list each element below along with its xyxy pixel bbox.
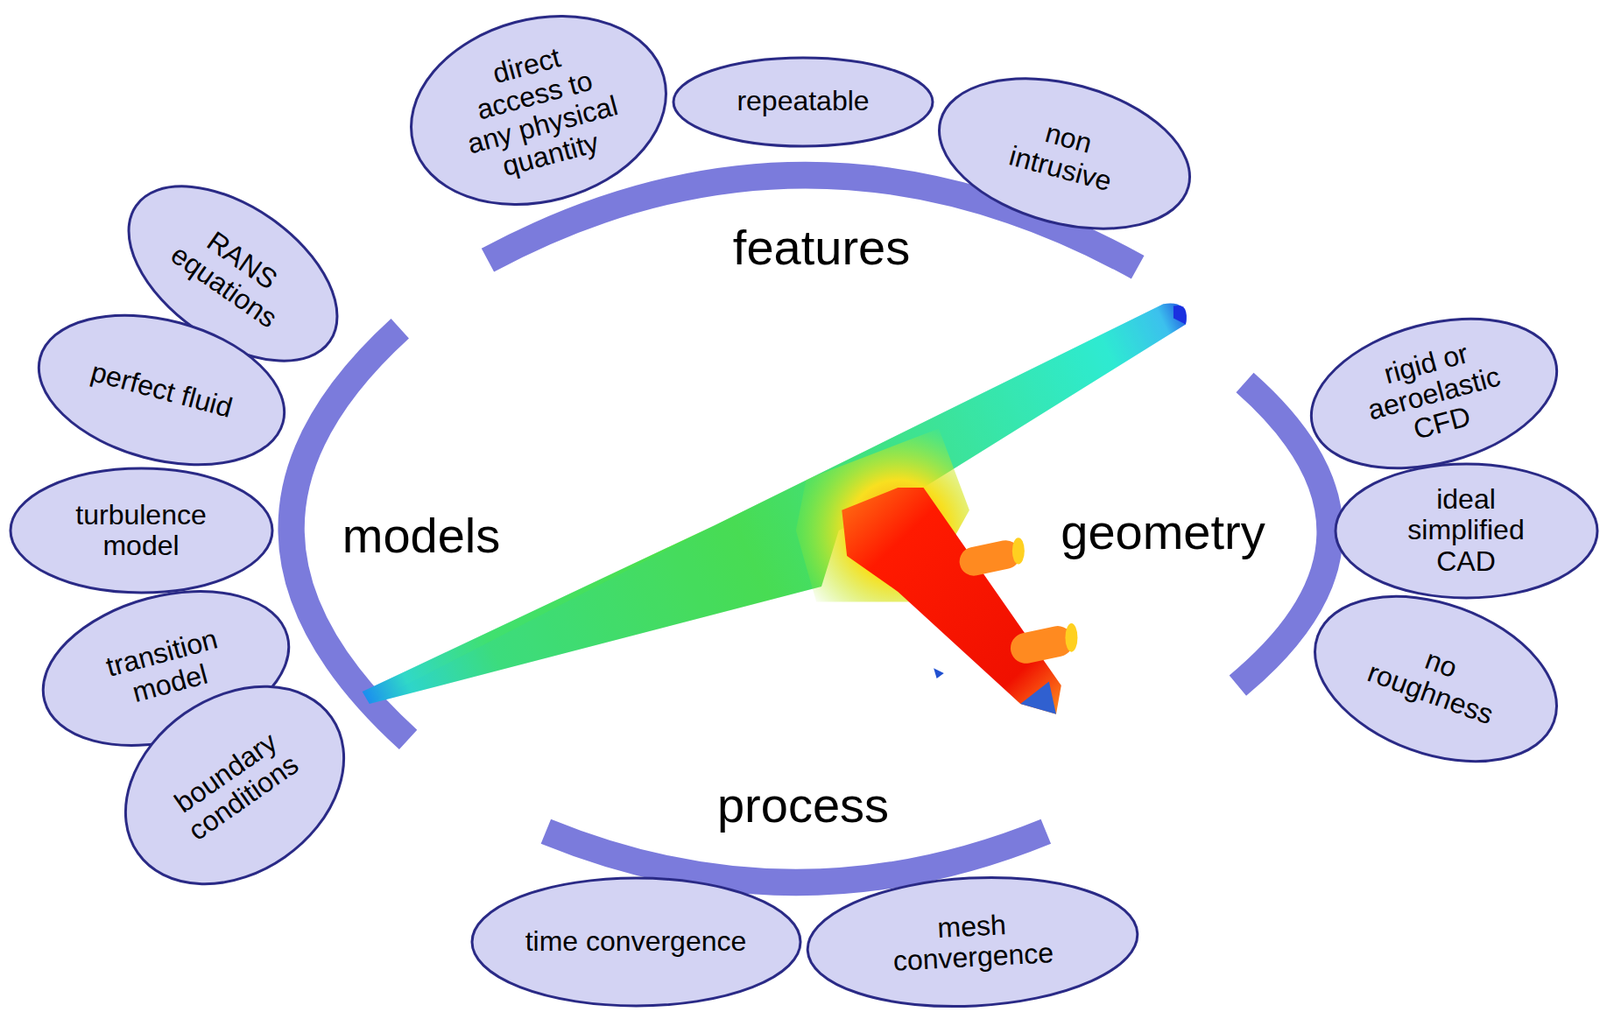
geometry-ellipse: ideal simplified CAD — [1333, 462, 1600, 600]
model-ellipse: turbulence model — [8, 466, 275, 595]
node-text: mesh convergence — [882, 907, 1061, 979]
group-heading: geometry — [1060, 507, 1265, 557]
feature-ellipse: repeatable — [671, 56, 935, 149]
group-heading: models — [342, 511, 501, 561]
process-ellipse: mesh convergence — [802, 867, 1142, 1012]
node-text: time convergence — [525, 926, 748, 958]
node-text: turbulence model — [53, 500, 229, 562]
feature-ellipse: non intrusive — [919, 50, 1208, 256]
geometry-ellipse: no roughness — [1289, 563, 1581, 795]
group-heading: process — [717, 781, 889, 831]
process-ellipse: time convergence — [470, 876, 803, 1008]
process-arc — [545, 831, 1046, 883]
group-heading: features — [733, 223, 910, 273]
node-text: repeatable — [736, 85, 869, 117]
node-text: ideal simplified CAD — [1391, 484, 1541, 578]
